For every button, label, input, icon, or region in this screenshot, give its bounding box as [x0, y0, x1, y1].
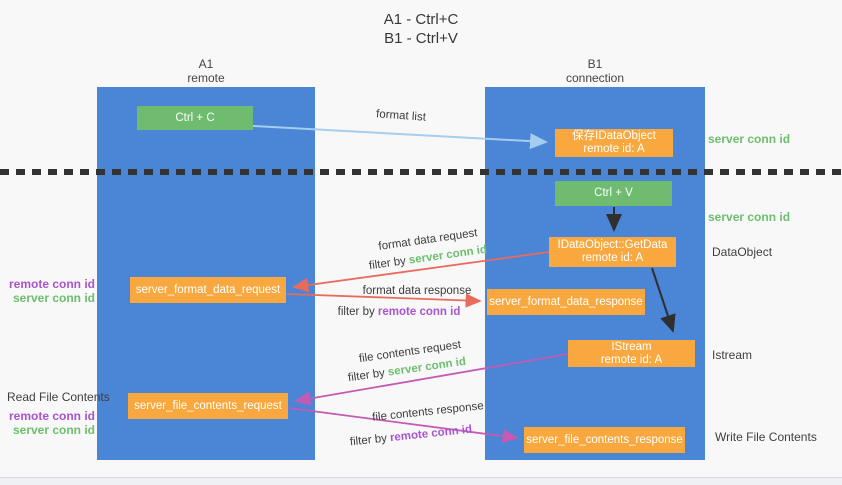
title-line-1: A1 - Ctrl+C [383, 11, 459, 28]
node-ctrl-c: Ctrl + C [137, 106, 253, 130]
node-label: server_format_data_response [489, 295, 643, 308]
node-server-format-data-request: server_format_data_request [130, 277, 286, 303]
label-server-conn-id-mid: server conn id [708, 210, 791, 224]
flow-label-filter-remote-2: filter by remote conn id [349, 424, 472, 449]
filter-by-text: filter by [349, 432, 391, 449]
column-a1-label: A1 [198, 57, 214, 71]
flow-label-format-data-response: format data response [362, 285, 472, 297]
column-header-b1-connection: B1 connection [515, 57, 675, 85]
node-sublabel: remote id: A [581, 252, 644, 264]
label-remote-conn-id-file: remote conn id [8, 409, 95, 423]
window-bottom-edge [0, 477, 842, 485]
label-remote-conn-id-format: remote conn id [8, 277, 95, 291]
diagram-title: A1 - Ctrl+C B1 - Ctrl+V [0, 10, 842, 48]
label-istream: Istream [712, 348, 753, 362]
title-line-2: B1 - Ctrl+V [384, 30, 458, 47]
label-server-conn-id-file: server conn id [12, 422, 95, 437]
node-label: Ctrl + V [594, 187, 633, 199]
column-header-a1-remote: A1 remote [126, 57, 286, 85]
node-label: IDataObject::GetData [557, 239, 668, 251]
label-stack-file-conn-ids: remote conn id server conn id [8, 409, 95, 437]
server-conn-id-text: server conn id [408, 243, 488, 267]
label-read-file-contents: Read File Contents [7, 390, 110, 404]
remote-conn-id-text: remote conn id [377, 306, 461, 318]
node-server-file-contents-request: server_file_contents_request [128, 393, 288, 419]
label-write-file-contents: Write File Contents [715, 430, 817, 444]
label-stack-format-conn-ids: remote conn id server conn id [8, 277, 95, 305]
filter-by-text: filter by [368, 254, 410, 273]
flow-label-format-list: format list [375, 108, 427, 124]
node-label: server_format_data_request [135, 283, 281, 296]
node-server-format-data-response: server_format_data_response [487, 289, 645, 315]
node-save-idataobject: 保存IDataObject remote id: A [555, 129, 673, 157]
node-label: server_file_contents_response [526, 433, 683, 446]
filter-by-text: filter by [337, 306, 378, 318]
label-server-conn-id-top: server conn id [708, 132, 791, 146]
column-remote-label: remote [187, 71, 225, 85]
flow-label-file-contents-response: file contents response [371, 400, 485, 424]
column-b1-label: B1 [587, 57, 603, 71]
node-label: server_file_contents_request [134, 399, 282, 412]
remote-conn-id-text: remote conn id [389, 423, 473, 445]
sync-separator-dotted-line [0, 169, 842, 175]
column-connection-label: connection [565, 71, 625, 85]
node-istream: IStream remote id: A [568, 340, 695, 367]
node-idataobject-getdata: IDataObject::GetData remote id: A [549, 237, 676, 267]
filter-by-text: filter by [347, 366, 389, 385]
label-dataobject: DataObject [712, 245, 773, 259]
node-label: Ctrl + C [175, 111, 215, 124]
node-ctrl-v: Ctrl + V [555, 181, 672, 206]
node-sublabel: remote id: A [583, 143, 645, 155]
flow-label-filter-remote-1: filter by remote conn id [338, 306, 461, 318]
label-server-conn-id-format: server conn id [12, 290, 95, 305]
node-label: IStream [611, 340, 652, 353]
node-label: 保存IDataObject [572, 130, 656, 142]
node-server-file-contents-response: server_file_contents_response [524, 427, 685, 453]
node-sublabel: remote id: A [600, 353, 663, 366]
